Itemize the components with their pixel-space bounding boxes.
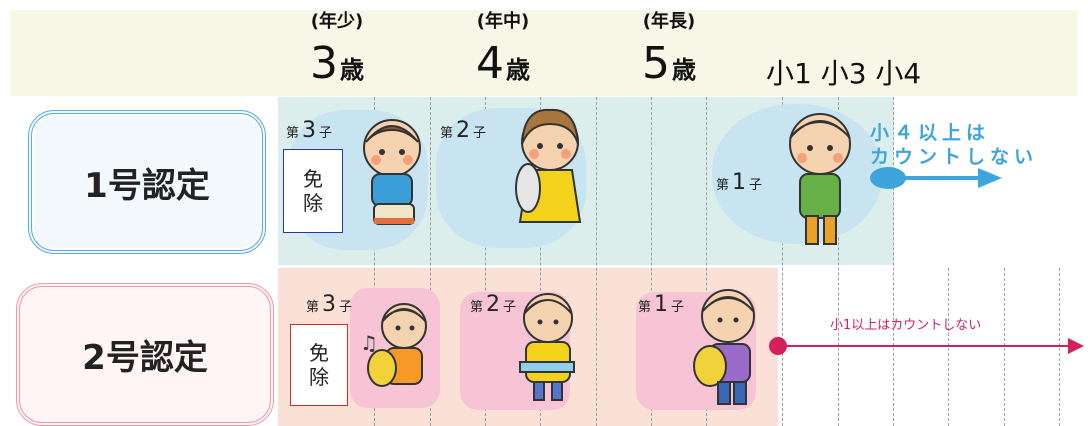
child-tambourine-illustration: ♫ bbox=[360, 303, 427, 387]
child-drum-illustration bbox=[363, 119, 421, 225]
exempt-char: 免 bbox=[303, 167, 323, 191]
grade-label: (年中) bbox=[476, 11, 530, 32]
age-column-3: (年少) 3歳 bbox=[282, 10, 392, 92]
certification-1-box: 1号認定 bbox=[28, 110, 266, 254]
header-band bbox=[10, 10, 1078, 96]
row2-note: 小1以上はカウントしない bbox=[830, 318, 982, 333]
guide-line bbox=[430, 97, 431, 426]
row1-arrow bbox=[870, 167, 1002, 189]
certification-2-label: 2号認定 bbox=[82, 338, 208, 378]
guide-line bbox=[374, 97, 375, 426]
guide-line bbox=[540, 97, 541, 426]
guide-line bbox=[485, 97, 486, 426]
age-column-5: (年長) 5歳 bbox=[614, 10, 724, 92]
age-value: 4歳 bbox=[476, 38, 530, 89]
guide-line bbox=[782, 97, 783, 426]
certification-1-label: 1号認定 bbox=[84, 165, 210, 206]
age-value: 3歳 bbox=[310, 38, 364, 89]
exempt-char: 除 bbox=[303, 191, 323, 215]
child-cymbal-illustration bbox=[515, 108, 582, 223]
child-tambourine-2-illustration bbox=[693, 289, 755, 405]
exempt-char: 除 bbox=[309, 365, 329, 389]
age-value: 5歳 bbox=[642, 38, 696, 89]
svg-text:♫: ♫ bbox=[360, 331, 378, 355]
guide-line bbox=[838, 97, 839, 426]
child-melodica-illustration bbox=[519, 293, 575, 401]
child-bell-illustration bbox=[789, 113, 851, 245]
guide-line bbox=[706, 97, 707, 426]
age-column-4: (年中) 4歳 bbox=[448, 10, 558, 92]
exempt-box-row2: 免 除 bbox=[290, 324, 348, 406]
grade-label: (年少) bbox=[310, 11, 364, 32]
guide-line bbox=[893, 97, 894, 426]
certification-2-box: 2号認定 bbox=[16, 283, 274, 426]
school-grade-header: 小1 小3 小4 bbox=[766, 57, 922, 90]
row2-arrow bbox=[769, 337, 1084, 355]
guide-line bbox=[651, 97, 652, 426]
exempt-box-row1: 免 除 bbox=[283, 149, 343, 233]
grade-label: (年長) bbox=[642, 11, 696, 32]
exempt-char: 免 bbox=[309, 341, 329, 365]
guide-line bbox=[596, 97, 597, 426]
row1-note: 小４以上は カウントしない bbox=[870, 122, 1039, 168]
